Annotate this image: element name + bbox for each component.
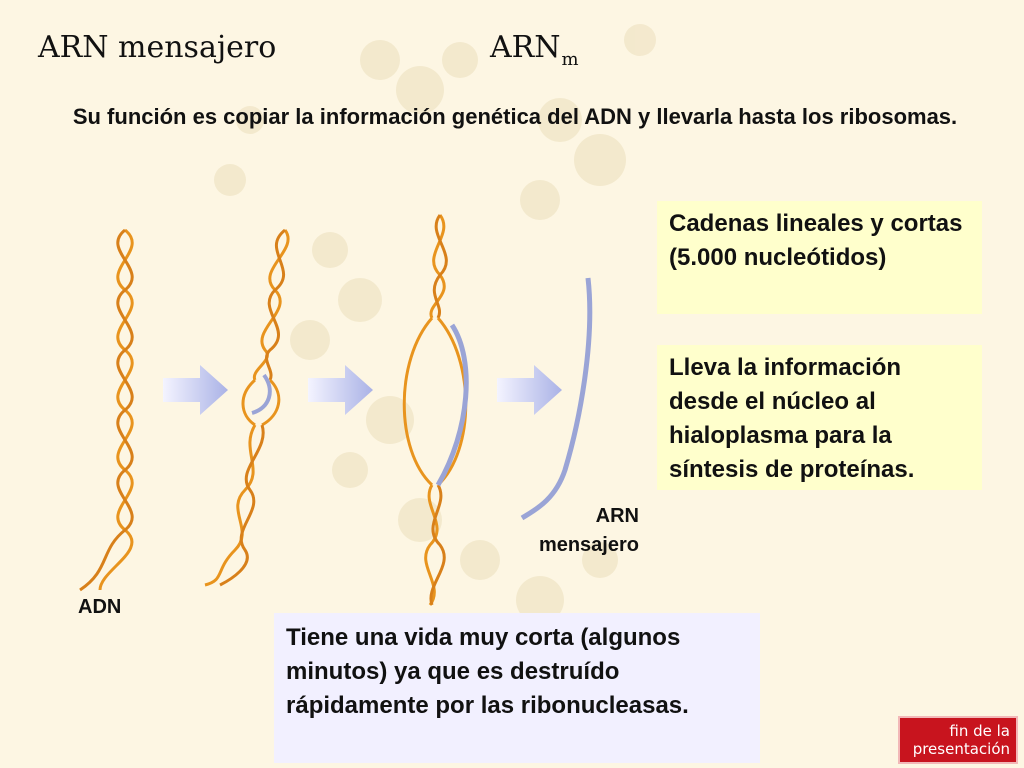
arrow-right-icon-3: [497, 365, 562, 415]
end-presentation-button[interactable]: fin de la presentación: [898, 716, 1018, 764]
slide-title-abbrev: ARNm: [490, 30, 579, 70]
dna-helix-3: [402, 214, 468, 606]
slide-title: ARN mensajero: [38, 30, 277, 65]
rna-fragment-1: [251, 373, 272, 415]
title-abbrev-subscript: m: [561, 49, 579, 70]
dna-helix-1: [79, 228, 134, 592]
arrow-right-icon-1: [163, 365, 228, 415]
info-box-lifespan: Tiene una vida muy corta (algunos minuto…: [274, 613, 760, 763]
arrow-right-icon-2: [308, 365, 373, 415]
label-adn: ADN: [78, 596, 122, 618]
rna-strand-growing: [435, 323, 469, 487]
info-box-length: Cadenas lineales y cortas (5.000 nucleót…: [657, 201, 982, 314]
label-arn-mensajero: ARN mensajero: [538, 505, 639, 556]
dna-helix-2: [204, 228, 290, 587]
slide-subtitle: Su función es copiar la información gené…: [72, 104, 958, 129]
title-abbrev-main: ARN: [490, 30, 561, 65]
info-box-function: Lleva la información desde el núcleo al …: [657, 345, 982, 490]
mrna-strand: [520, 277, 593, 521]
